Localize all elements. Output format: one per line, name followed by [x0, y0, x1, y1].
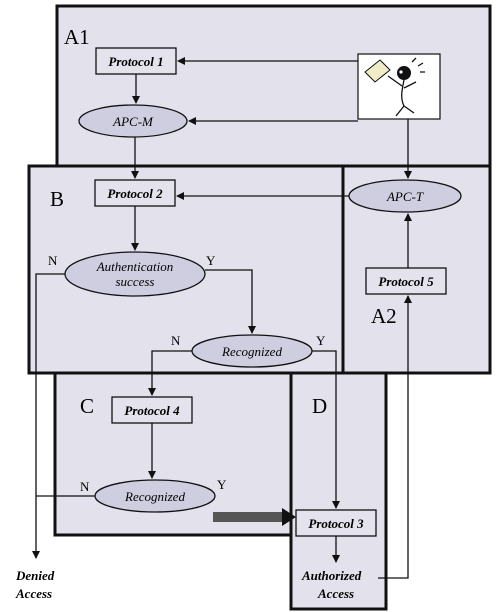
- region-label-c: C: [80, 394, 94, 418]
- edge-label-auth-no: N: [48, 253, 58, 268]
- denied-access-label-line1: Denied: [15, 568, 55, 583]
- recognized-b-node: Recognized: [192, 335, 312, 367]
- protocol-2-box: Protocol 2: [95, 180, 175, 206]
- recognized-c-node: Recognized: [95, 480, 215, 512]
- protocol-3-label: Protocol 3: [308, 516, 364, 531]
- region-label-a2: A2: [371, 304, 397, 328]
- authorized-access-label-line2: Access: [317, 586, 354, 601]
- denied-access-label-line2: Access: [15, 586, 52, 601]
- edge-label-recog-b-yes: Y: [316, 333, 326, 348]
- recognized-c-label: Recognized: [124, 489, 185, 504]
- apc-m-node: APC-M: [79, 105, 187, 137]
- protocol-3-box: Protocol 3: [296, 510, 376, 536]
- protocol-5-box: Protocol 5: [366, 268, 446, 294]
- apc-m-label: APC-M: [112, 114, 154, 129]
- protocol-4-box: Protocol 4: [112, 397, 192, 423]
- region-label-d: D: [312, 394, 327, 418]
- protocol-2-label: Protocol 2: [107, 186, 163, 201]
- apc-t-node: APC-T: [349, 180, 461, 212]
- apc-t-label: APC-T: [386, 189, 424, 204]
- edge-label-auth-yes: Y: [206, 253, 216, 268]
- protocol-4-label: Protocol 4: [124, 403, 180, 418]
- authentication-success-node: Authentication success: [65, 252, 205, 296]
- edge-label-recog-c-yes: Y: [217, 477, 227, 492]
- protocol-1-label: Protocol 1: [108, 54, 163, 69]
- edge-label-recog-c-no: N: [80, 479, 90, 494]
- authorized-access-label-line1: Authorized: [301, 568, 362, 583]
- authentication-label-line2: success: [116, 274, 155, 289]
- recognized-b-label: Recognized: [221, 344, 282, 359]
- person-with-envelope-icon: [358, 54, 440, 119]
- edge-label-recog-b-no: N: [171, 333, 181, 348]
- protocol-1-box: Protocol 1: [96, 48, 176, 74]
- region-label-a1: A1: [64, 25, 90, 49]
- protocol-5-label: Protocol 5: [378, 274, 434, 289]
- region-label-b: B: [50, 187, 64, 211]
- authentication-label-line1: Authentication: [96, 259, 174, 274]
